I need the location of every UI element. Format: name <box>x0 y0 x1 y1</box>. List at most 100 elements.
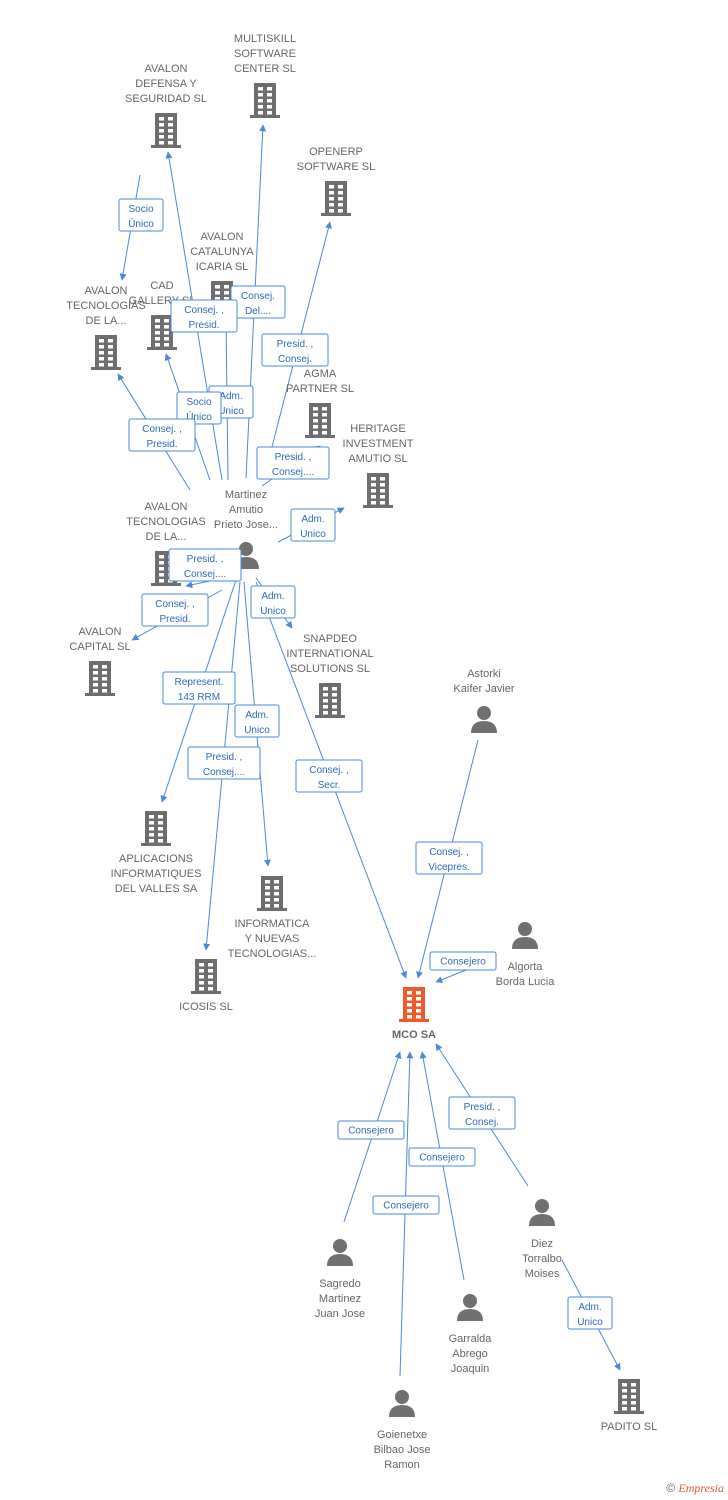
building-window <box>258 93 263 97</box>
building-window <box>199 975 204 979</box>
building-window <box>338 197 343 201</box>
building-icon <box>399 987 429 1022</box>
edge-label-diez-to-mco[interactable]: Presid. ,Consej. <box>448 1096 516 1130</box>
building-window <box>158 821 163 825</box>
building-window <box>329 185 334 189</box>
building-window <box>155 331 160 335</box>
building-window <box>108 351 113 355</box>
building-window <box>155 343 160 347</box>
edge-label-martinez-to-aplicacions[interactable]: Represent.143 RRM <box>162 671 236 705</box>
edge-label-martinez-to-mco[interactable]: Consej. ,Secr. <box>295 759 363 793</box>
node-label-line: CATALUNYA <box>190 246 254 258</box>
building-window <box>416 1003 421 1007</box>
edge-label-box <box>567 1296 613 1330</box>
edge-label-box <box>415 841 483 875</box>
edge-label-goienetxe-to-mco[interactable]: Consejero <box>372 1195 440 1215</box>
edge-label-algorta-to-mco[interactable]: Consejero <box>429 951 497 971</box>
building-window <box>199 981 204 985</box>
building-icon <box>141 811 171 846</box>
building-window <box>380 501 385 505</box>
node-label-line: Diez <box>531 1238 553 1250</box>
building-icon <box>305 403 335 438</box>
edge-label-martinez-to-avalon_def[interactable]: Consej. ,Presid. <box>170 299 238 333</box>
node-label-line: TECNOLOGIAS <box>126 516 205 528</box>
building-window <box>407 997 412 1001</box>
building-window <box>159 123 164 127</box>
building-body <box>309 403 331 437</box>
building-window <box>215 291 220 295</box>
edge-label-diez-to-padito[interactable]: Adm.Unico <box>567 1296 613 1330</box>
edge-label-text: Presid. , <box>275 452 312 463</box>
edge-label-martinez-to-openerp[interactable]: Presid. ,Consej. <box>261 333 329 367</box>
edge-label-martinez-to-avalon_tec1[interactable]: Consej. ,Presid. <box>128 418 196 452</box>
edge-label-martinez-to-avalon_cap[interactable]: Consej. ,Presid. <box>141 593 209 627</box>
building-icon <box>250 83 280 118</box>
node-mco[interactable]: MCO SA <box>392 987 436 1041</box>
building-window <box>416 997 421 1001</box>
edge-label-sagredo-to-mco[interactable]: Consejero <box>337 1120 405 1140</box>
node-label-line: Martinez <box>319 1293 361 1305</box>
node-label-line: AVALON <box>145 63 188 75</box>
edge-label-martinez-to-multiskill[interactable]: Consej.Del.... <box>230 285 286 319</box>
building-body <box>367 473 389 507</box>
building-window <box>274 898 279 902</box>
building-window <box>164 325 169 329</box>
edge-label-text: Único <box>128 217 154 230</box>
empresia-brand[interactable]: © Empresia <box>666 1481 724 1496</box>
edge-label-martinez-to-snapdeo[interactable]: Adm.Unico <box>250 585 296 619</box>
node-icosis[interactable]: ICOSIS SL <box>179 959 233 1013</box>
edge-label-astorki-to-mco[interactable]: Consej. ,Vicepres. <box>415 841 483 875</box>
building-window <box>332 711 337 715</box>
edge-label-box <box>429 951 497 971</box>
node-label-line: Goienetxe <box>377 1429 427 1441</box>
building-window <box>313 425 318 429</box>
building-window <box>168 117 173 121</box>
node-label-line: Amutio <box>229 504 263 516</box>
edge-label-martinez-to-informatica[interactable]: Adm.Unico <box>234 704 280 738</box>
building-base <box>151 583 181 586</box>
building-window <box>149 827 154 831</box>
building-window <box>622 1383 627 1387</box>
building-window <box>338 191 343 195</box>
building-window <box>371 477 376 481</box>
building-window <box>338 203 343 207</box>
edge-label-martinez-to-avalon_tec2[interactable]: Presid. ,Consej.... <box>168 548 242 582</box>
node-padito[interactable]: PADITO SL <box>601 1379 657 1433</box>
edge-label-martinez-to-heritage[interactable]: Adm.Unico <box>290 508 336 542</box>
edge-label-garralda-to-mco[interactable]: Consejero <box>408 1147 476 1167</box>
building-window <box>159 579 164 583</box>
edge-label-martinez-to-agma[interactable]: Presid. ,Consej.... <box>256 446 330 480</box>
edge-label-box <box>290 508 336 542</box>
building-window <box>159 129 164 133</box>
edge-label-text: Consejero <box>348 1126 394 1137</box>
edge-label-text: Vicepres. <box>428 862 470 873</box>
building-window <box>265 880 270 884</box>
building-window <box>102 665 107 669</box>
edge-label-martinez-to-icosis[interactable]: Presid. ,Consej.... <box>187 746 261 780</box>
edge-label-box <box>187 746 261 780</box>
building-window <box>329 203 334 207</box>
person-body <box>327 1254 353 1266</box>
edge-label-text: Unico <box>260 606 286 617</box>
